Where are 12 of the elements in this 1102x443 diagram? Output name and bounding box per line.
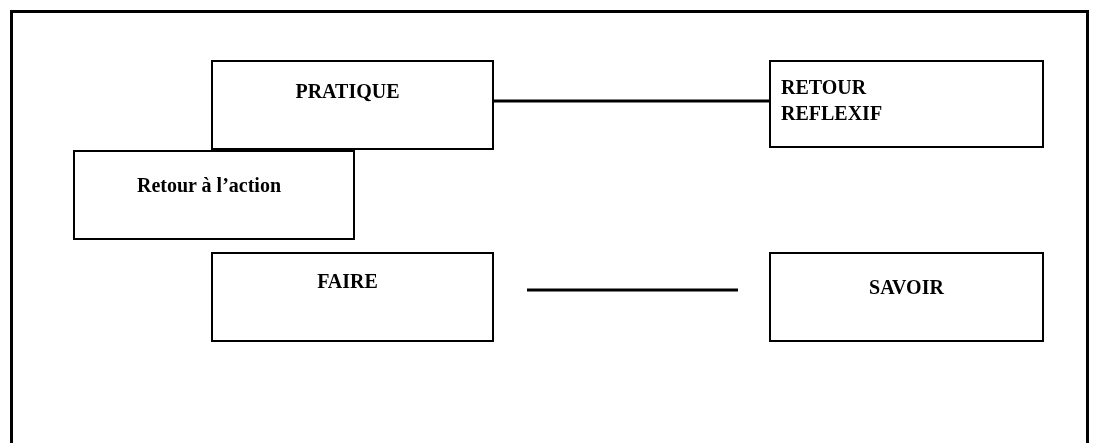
- text-box: [769, 252, 1044, 342]
- text-box: [73, 150, 355, 240]
- connector-line: [527, 288, 738, 292]
- text-box: [211, 252, 494, 342]
- connector-line: [494, 99, 769, 103]
- text-box: [769, 60, 1044, 148]
- text-box: [211, 60, 494, 150]
- box-label: Retour à l’action: [136, 173, 282, 198]
- box-label: PRATIQUE: [295, 79, 400, 104]
- box-label: FAIRE: [317, 269, 378, 294]
- box-label: RETOUR REFLEXIF: [781, 75, 884, 126]
- box-label: SAVOIR: [869, 275, 944, 300]
